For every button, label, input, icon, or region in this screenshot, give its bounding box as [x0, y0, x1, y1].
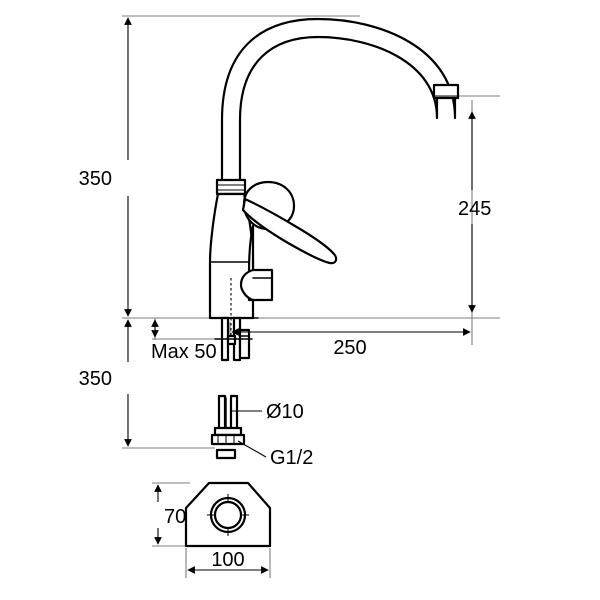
dimension-labels: 350 350 245 250 Max 50 Ø10 G1/2 70 100 [79, 168, 492, 571]
spout-outer-wall [220, 17, 457, 188]
dim-label-below-deck: 350 [79, 368, 112, 390]
supply-fitting [210, 426, 246, 446]
side-elevation-view [208, 17, 460, 362]
spout-collar [215, 178, 247, 196]
mounting-stud-detail-view [210, 394, 246, 460]
dim-label-spout-reach: 250 [333, 337, 366, 359]
dim-label-supply-thread: G1/2 [270, 447, 313, 469]
leader-line-supply-thread [237, 440, 267, 458]
dim-label-height-total: 350 [79, 168, 112, 190]
aerator-body [432, 83, 460, 100]
handle-lever-arm [241, 197, 338, 265]
dim-label-base-width: 100 [211, 549, 244, 571]
dim-label-spout-height: 245 [458, 198, 491, 220]
side-knob-body [239, 268, 274, 302]
collar-body [215, 178, 247, 196]
stud-right-wall [229, 394, 239, 432]
side-knob-detail [239, 268, 274, 302]
spout-aerator [432, 83, 460, 100]
dim-label-stud-diameter: Ø10 [266, 401, 304, 423]
dim-label-base-depth: 70 [164, 506, 186, 528]
stud-left-wall [217, 394, 227, 432]
base-plate-plan-view [184, 481, 272, 548]
shank-washer [226, 334, 237, 346]
shank-assembly [214, 316, 253, 362]
spout-inner-wall [238, 35, 439, 188]
shank-nut-block [238, 328, 251, 360]
fitting-hex-nut [210, 433, 246, 446]
base-plate-outline [184, 481, 272, 548]
sealing-washer [215, 448, 237, 460]
dim-label-deck-thickness: Max 50 [151, 341, 217, 363]
extension-lines [122, 15, 500, 578]
dimension-lines [124, 17, 476, 574]
